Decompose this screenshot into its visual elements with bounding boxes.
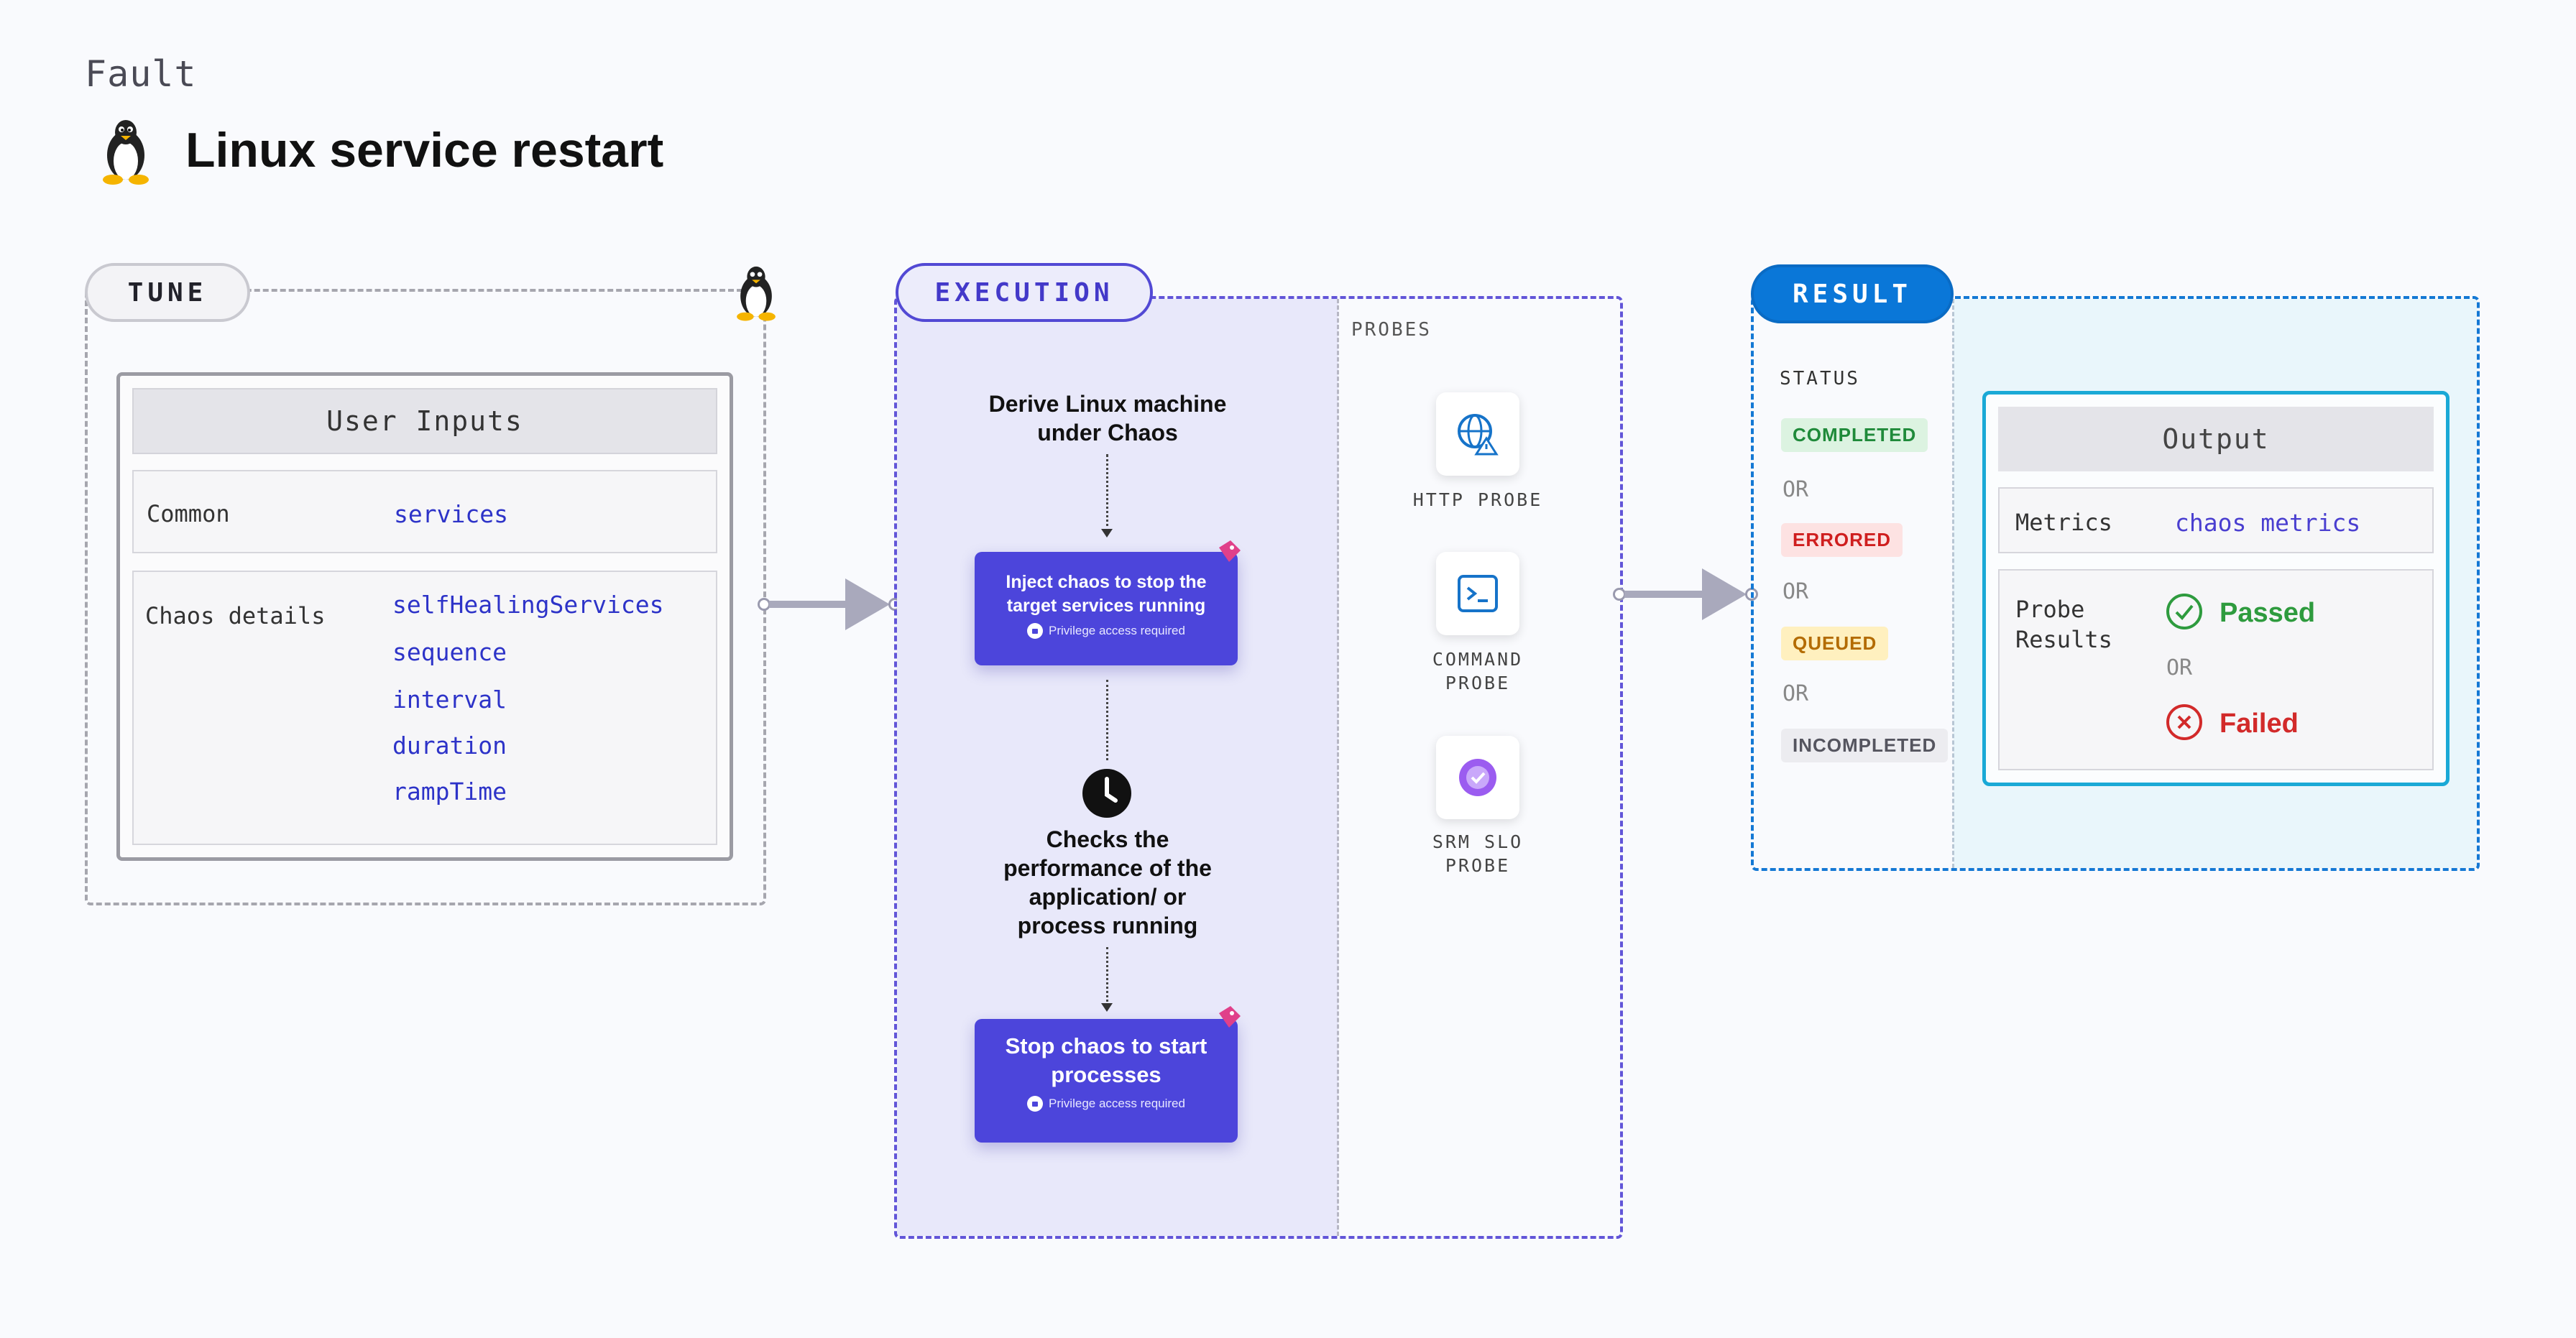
flow-line	[1106, 454, 1108, 532]
metrics-row: Metrics chaos metrics	[1998, 487, 2434, 553]
status-label: STATUS	[1780, 368, 1860, 389]
command-probe-icon	[1436, 552, 1519, 635]
srm-slo-probe-text: SRM SLO PROBE	[1432, 831, 1524, 876]
inject-chaos-box: Inject chaos to stop the target services…	[975, 552, 1238, 665]
command-probe-label: COMMAND PROBE	[1406, 648, 1550, 695]
probe-results-row: Probe Results Passed OR Failed	[1998, 569, 2434, 770]
flow-arrow	[1101, 529, 1113, 537]
probe-results-label: Probe Results	[2015, 596, 2112, 653]
privilege-note: Privilege access required	[975, 1095, 1238, 1112]
passed-check-icon	[2165, 592, 2204, 631]
execution-divider	[1337, 299, 1339, 1236]
privilege-text: Privilege access required	[1049, 624, 1185, 637]
metrics-value: chaos metrics	[2175, 509, 2361, 537]
tune-pill: TUNE	[85, 263, 250, 322]
arrow-head	[1702, 568, 1747, 620]
execution-section	[894, 296, 1623, 1239]
stop-chaos-text: Stop chaos to start processes	[1005, 1033, 1208, 1088]
input-self-healing-services: selfHealingServices	[392, 591, 664, 619]
srm-slo-probe-icon	[1436, 736, 1519, 819]
inject-chaos-text: Inject chaos to stop the target services…	[1006, 572, 1207, 616]
command-probe-text: COMMAND PROBE	[1432, 649, 1524, 693]
clock-icon	[1081, 767, 1133, 819]
step-check-performance: Checks the performance of the applicatio…	[1003, 826, 1212, 938]
status-queued-badge: QUEUED	[1781, 627, 1889, 660]
input-services: services	[394, 500, 508, 528]
privilege-text: Privilege access required	[1049, 1096, 1185, 1110]
input-duration: duration	[392, 732, 507, 760]
fault-label: Fault	[85, 53, 197, 95]
result-section	[1751, 296, 2480, 871]
or-separator: OR	[1782, 681, 1809, 706]
input-ramp-time: rampTime	[392, 778, 507, 806]
flow-line	[1106, 680, 1108, 760]
result-divider	[1952, 299, 1954, 868]
lock-icon	[1027, 1095, 1044, 1112]
status-incompleted-badge: INCOMPLETED	[1781, 729, 1949, 762]
page-title: Linux service restart	[185, 123, 664, 177]
http-probe-label: HTTP PROBE	[1412, 489, 1543, 510]
failed-x-icon	[2165, 703, 2204, 742]
passed-label: Passed	[2220, 598, 2316, 628]
step-derive-machine: Derive Linux machine under Chaos	[988, 391, 1227, 446]
lock-icon	[1027, 623, 1044, 639]
http-probe-icon	[1436, 392, 1519, 476]
chaos-details-label: Chaos details	[145, 602, 326, 629]
execution-pill: EXECUTION	[896, 263, 1153, 322]
arrow-line	[1624, 591, 1709, 598]
user-inputs-header: User Inputs	[132, 388, 717, 454]
arrow-head	[845, 578, 890, 630]
output-header: Output	[1998, 407, 2434, 471]
or-separator: OR	[1782, 477, 1809, 502]
arrow-line	[769, 601, 852, 608]
chaos-tag-icon	[1219, 540, 1241, 562]
privilege-note: Privilege access required	[975, 623, 1238, 639]
tune-section	[85, 289, 766, 905]
flow-line	[1106, 947, 1108, 1006]
linux-icon	[90, 115, 162, 187]
srm-slo-probe-label: SRM SLO PROBE	[1406, 831, 1550, 877]
or-separator: OR	[1782, 579, 1809, 604]
flow-arrow	[1101, 1003, 1113, 1012]
failed-label: Failed	[2220, 709, 2299, 739]
input-sequence: sequence	[392, 638, 507, 666]
stop-chaos-box: Stop chaos to start processes Privilege …	[975, 1019, 1238, 1143]
status-errored-badge: ERRORED	[1781, 523, 1903, 557]
result-pill: RESULT	[1751, 264, 1954, 323]
metrics-label: Metrics	[2015, 509, 2112, 536]
common-inputs-row: Common services	[132, 470, 717, 553]
or-separator: OR	[2166, 655, 2193, 680]
chaos-details-row: Chaos details selfHealingServices sequen…	[132, 571, 717, 845]
status-completed-badge: COMPLETED	[1781, 418, 1928, 452]
input-interval: interval	[392, 686, 507, 714]
linux-icon	[726, 260, 786, 325]
probes-label: PROBES	[1351, 319, 1432, 341]
common-label: Common	[147, 500, 230, 527]
chaos-tag-icon	[1219, 1006, 1241, 1028]
